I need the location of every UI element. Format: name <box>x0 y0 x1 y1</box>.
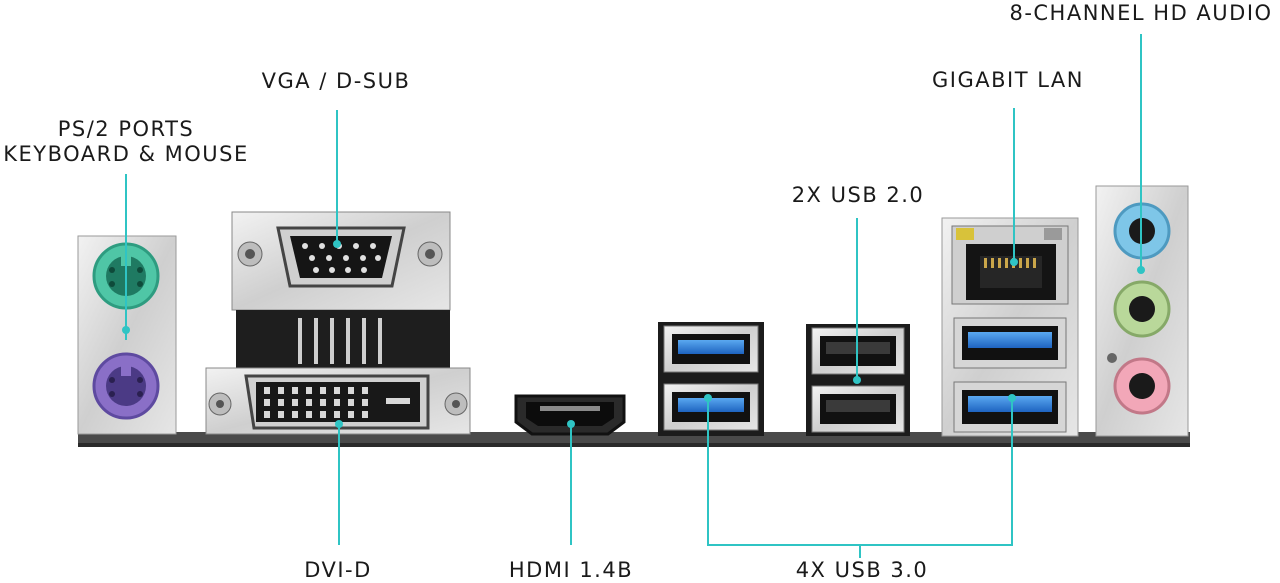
label-ps2-line2: KEYBOARD & MOUSE <box>3 142 249 166</box>
label-ps2-line1: PS/2 PORTS <box>57 117 195 141</box>
label-audio: 8-CHANNEL HD AUDIO <box>1009 1 1273 25</box>
label-hdmi: HDMI 1.4B <box>508 558 634 582</box>
label-dvi: DVI-D <box>304 558 372 582</box>
lan-usb3-stack <box>941 217 1079 437</box>
hdmi-port-group <box>514 394 626 436</box>
usb3-left-stack <box>658 322 764 436</box>
label-usb3: 4X USB 3.0 <box>795 558 929 582</box>
label-usb2: 2X USB 2.0 <box>791 183 925 207</box>
label-vga: VGA / D-SUB <box>261 69 411 93</box>
vga-port-group <box>231 211 451 368</box>
leader-dots <box>122 240 1145 428</box>
board-base <box>78 432 1190 445</box>
leader-lines <box>125 34 1142 558</box>
label-lan: GIGABIT LAN <box>932 68 1084 92</box>
dvi-port-group <box>205 367 471 435</box>
